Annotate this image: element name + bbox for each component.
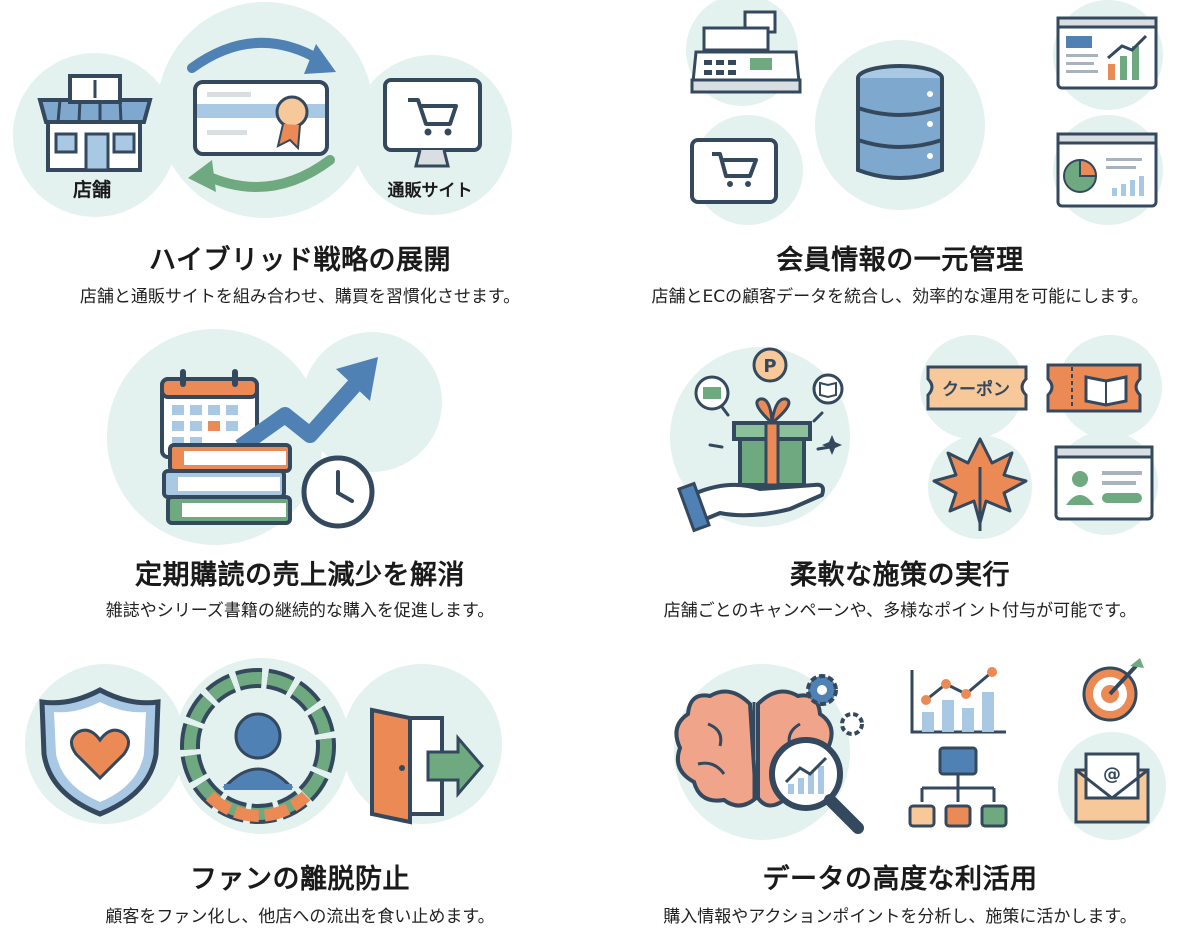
unified-member-illustration [686,0,1163,225]
exit-door-icon [370,707,484,825]
panel-description: 顧客をファン化し、他店への流出を食い止めます。 [105,907,495,927]
coupon-label: クーポン [942,379,1010,400]
panel-title: 柔軟な施策の実行 [790,560,1010,591]
mail-at-label: @ [1103,764,1121,785]
panel-description: 雑誌やシリーズ書籍の継続的な購入を促進します。 [105,601,495,621]
pie-chart-dashboard-icon [1056,132,1158,208]
ticket-small-icon [694,375,730,411]
gift-in-hand-icon [677,397,842,533]
panel-fan-retention: ファンの離脱防止 顧客をファン化し、他店への流出を食い止めます。 [0,634,600,951]
point-coin-icon: P [752,347,788,383]
clock-icon [301,455,375,529]
flexible-campaigns-illustration: P クーポン [670,335,1162,539]
panel-flexible-campaigns: P クーポン [600,317,1200,634]
analytics-chart-icon [910,667,1006,734]
panel-title: データの高度な利活用 [762,864,1038,895]
member-card-icon [193,80,329,156]
magnifier-chart-icon [769,737,864,834]
member-profile-card-icon [1054,445,1154,521]
book-small-icon [812,373,844,405]
book-ticket-icon [1046,363,1142,413]
books-stack-icon [162,443,292,525]
panel-title: 定期購読の売上減少を解消 [135,560,465,591]
tablet-cart-icon [690,138,778,204]
panel-data-utilization: @ データの高度な利活用 購入情報やアクションポイントを分析し、施策に活かします… [600,634,1200,951]
maple-leaf-icon [932,437,1028,531]
panel-description: 購入情報やアクションポイントを分析し、施策に活かします。 [663,907,1137,927]
panel-title: 会員情報の一元管理 [776,245,1024,276]
chain-ring-icon [180,668,336,824]
ec-monitor-icon [383,78,482,168]
data-utilization-illustration: @ [674,658,1166,840]
panel-unified-member-info: 会員情報の一元管理 店舗とECの顧客データを統合し、効率的な運用を可能にします。 [600,0,1200,317]
ec-site-label: 通販サイト [388,180,473,201]
person-icon [222,712,294,790]
coupon-ticket-icon: クーポン [926,365,1028,411]
gear-icon [806,674,864,736]
store-icon [37,74,153,172]
calendar-icon [160,369,259,459]
panel-description: 店舗と通販サイトを組み合わせ、購買を習慣化させます。 [79,287,521,307]
point-coin-label: P [763,356,776,377]
flowchart-icon [908,746,1008,828]
panel-title: ハイブリッド戦略の展開 [149,245,451,276]
fan-retention-illustration [25,658,502,834]
target-icon [1082,658,1144,722]
shield-heart-icon [39,687,161,817]
panel-description: 店舗ごとのキャンペーンや、多様なポイント付与が可能です。 [663,601,1137,621]
database-icon [856,64,944,180]
panel-description: 店舗とECの顧客データを統合し、効率的な運用を可能にします。 [651,287,1149,307]
panel-title: ファンの離脱防止 [190,864,410,895]
mail-icon: @ [1074,752,1150,824]
store-label: 店舗 [73,178,111,201]
cycle-arrows-icon [187,37,336,192]
panel-subscription: 定期購読の売上減少を解消 雑誌やシリーズ書籍の継続的な購入を促進します。 [0,317,600,634]
growth-arrow-icon [235,357,378,454]
hybrid-strategy-illustration: 店舗 通販サイト [13,2,512,218]
report-chart-icon [1056,16,1158,90]
cash-register-icon [690,10,802,94]
panel-hybrid-strategy: 店舗 通販サイト ハイブリッド戦略の展開 店舗と通販サイトを組み [0,0,600,317]
subscription-illustration [107,329,442,545]
